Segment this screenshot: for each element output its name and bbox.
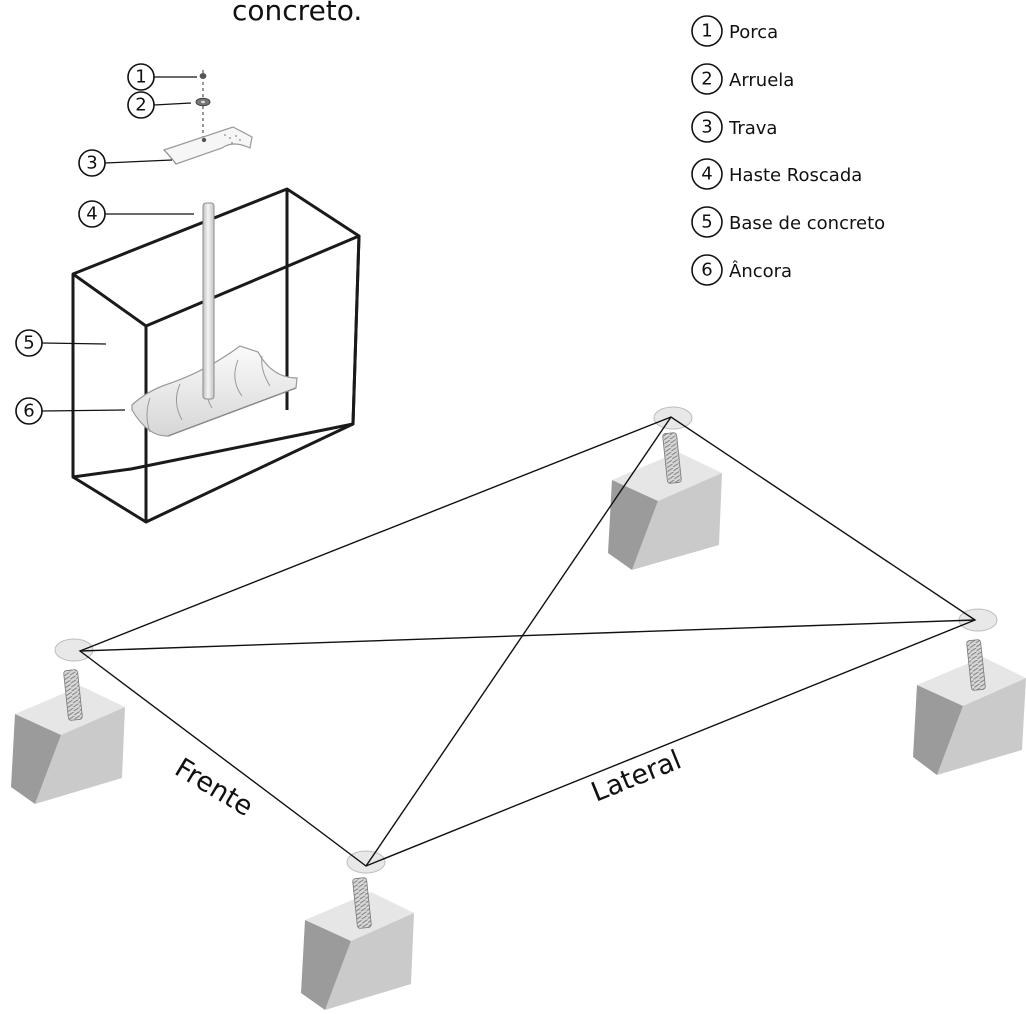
callout-2: 2 xyxy=(127,91,192,119)
side-label: Lateral xyxy=(587,745,686,809)
anchor-block xyxy=(11,638,125,804)
legend-label: Base de concreto xyxy=(729,213,885,234)
svg-text:6: 6 xyxy=(23,401,34,422)
anchor-block xyxy=(608,406,722,570)
legend-number: 5 xyxy=(701,212,712,233)
callout-3: 3 xyxy=(78,149,173,177)
svg-text:2: 2 xyxy=(135,95,146,116)
legend-item: 2 Arruela xyxy=(691,63,794,95)
legend: 1 Porca 2 Arruela 3 Trava 4 Haste Roscad… xyxy=(691,15,885,286)
anchor-detail: 1 2 3 4 5 6 xyxy=(15,63,361,524)
layout-lines xyxy=(78,416,977,867)
threaded-rod xyxy=(202,202,215,400)
lock-plate xyxy=(162,126,253,165)
diagonal-line xyxy=(79,619,976,652)
concrete-base-edges xyxy=(72,189,289,524)
concrete-base-back-face xyxy=(71,187,361,479)
legend-item: 4 Haste Roscada xyxy=(691,158,862,190)
svg-text:4: 4 xyxy=(86,204,97,225)
legend-item: 6 Âncora xyxy=(691,254,792,286)
anchor-block xyxy=(301,850,414,1010)
callout-1: 1 xyxy=(127,63,197,91)
legend-label: Arruela xyxy=(729,70,794,91)
legend-number: 6 xyxy=(701,260,712,281)
front-label: Frente xyxy=(169,752,258,822)
nut xyxy=(199,73,207,79)
legend-number: 2 xyxy=(701,69,712,90)
callout-4: 4 xyxy=(78,200,194,228)
legend-label: Haste Roscada xyxy=(729,165,862,186)
diagonal-line xyxy=(365,416,672,867)
legend-number: 3 xyxy=(701,117,712,138)
anchor-block xyxy=(913,608,1026,775)
page-title: concreto. xyxy=(232,0,362,27)
callout-5: 5 xyxy=(15,329,107,357)
callout-6: 6 xyxy=(15,397,126,425)
legend-item: 5 Base de concreto xyxy=(691,206,885,238)
legend-item: 3 Trava xyxy=(691,111,777,143)
svg-text:1: 1 xyxy=(135,67,146,88)
legend-label: Porca xyxy=(729,22,778,43)
legend-label: Trava xyxy=(728,118,777,139)
svg-text:5: 5 xyxy=(23,333,34,354)
legend-label: Âncora xyxy=(729,260,792,282)
svg-text:3: 3 xyxy=(86,153,97,174)
legend-item: 1 Porca xyxy=(691,15,778,47)
legend-number: 4 xyxy=(701,164,712,185)
legend-number: 1 xyxy=(701,21,712,42)
